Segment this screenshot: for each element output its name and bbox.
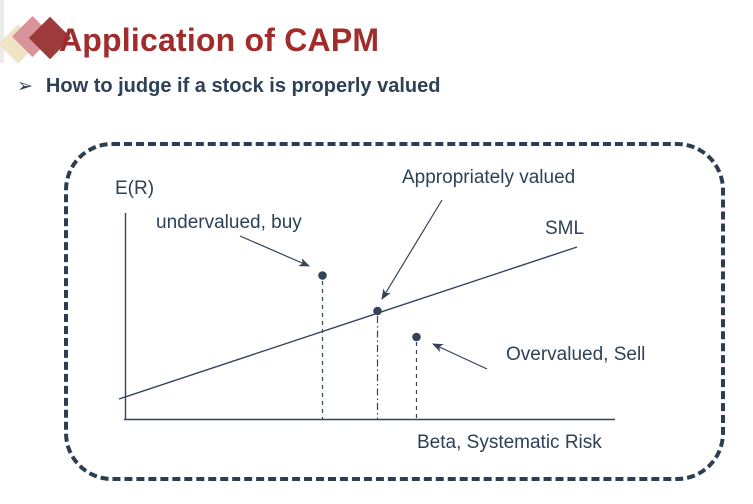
slide-title: Application of CAPM — [59, 22, 380, 58]
appropriate-point-dot — [373, 306, 382, 316]
sml-line — [118, 246, 578, 400]
appropriate-annotation-arrow — [381, 199, 443, 300]
bullet-row: ➢ How to judge if a stock is properly va… — [17, 73, 440, 99]
bullet-text: How to judge if a stock is properly valu… — [45, 75, 441, 97]
arrow-bullet-icon: ➢ — [17, 75, 33, 97]
overvalued-annotation-arrow — [432, 343, 488, 370]
y-axis-label: E(R) — [115, 178, 155, 199]
appropriately-valued-label: Appropriately valued — [402, 167, 576, 188]
undervalued-label: undervalued, buy — [156, 212, 302, 233]
page-edge-strip — [0, 0, 4, 63]
undervalued-point-dot — [318, 271, 327, 280]
overvalued-label: Overvalued, Sell — [506, 344, 646, 365]
sml-line-label: SML — [545, 218, 585, 239]
overvalued-point-dot — [412, 332, 421, 342]
diagram-dashed-border — [64, 142, 725, 481]
undervalued-annotation-arrow — [239, 235, 310, 267]
x-axis-label: Beta, Systematic Risk — [417, 432, 602, 453]
